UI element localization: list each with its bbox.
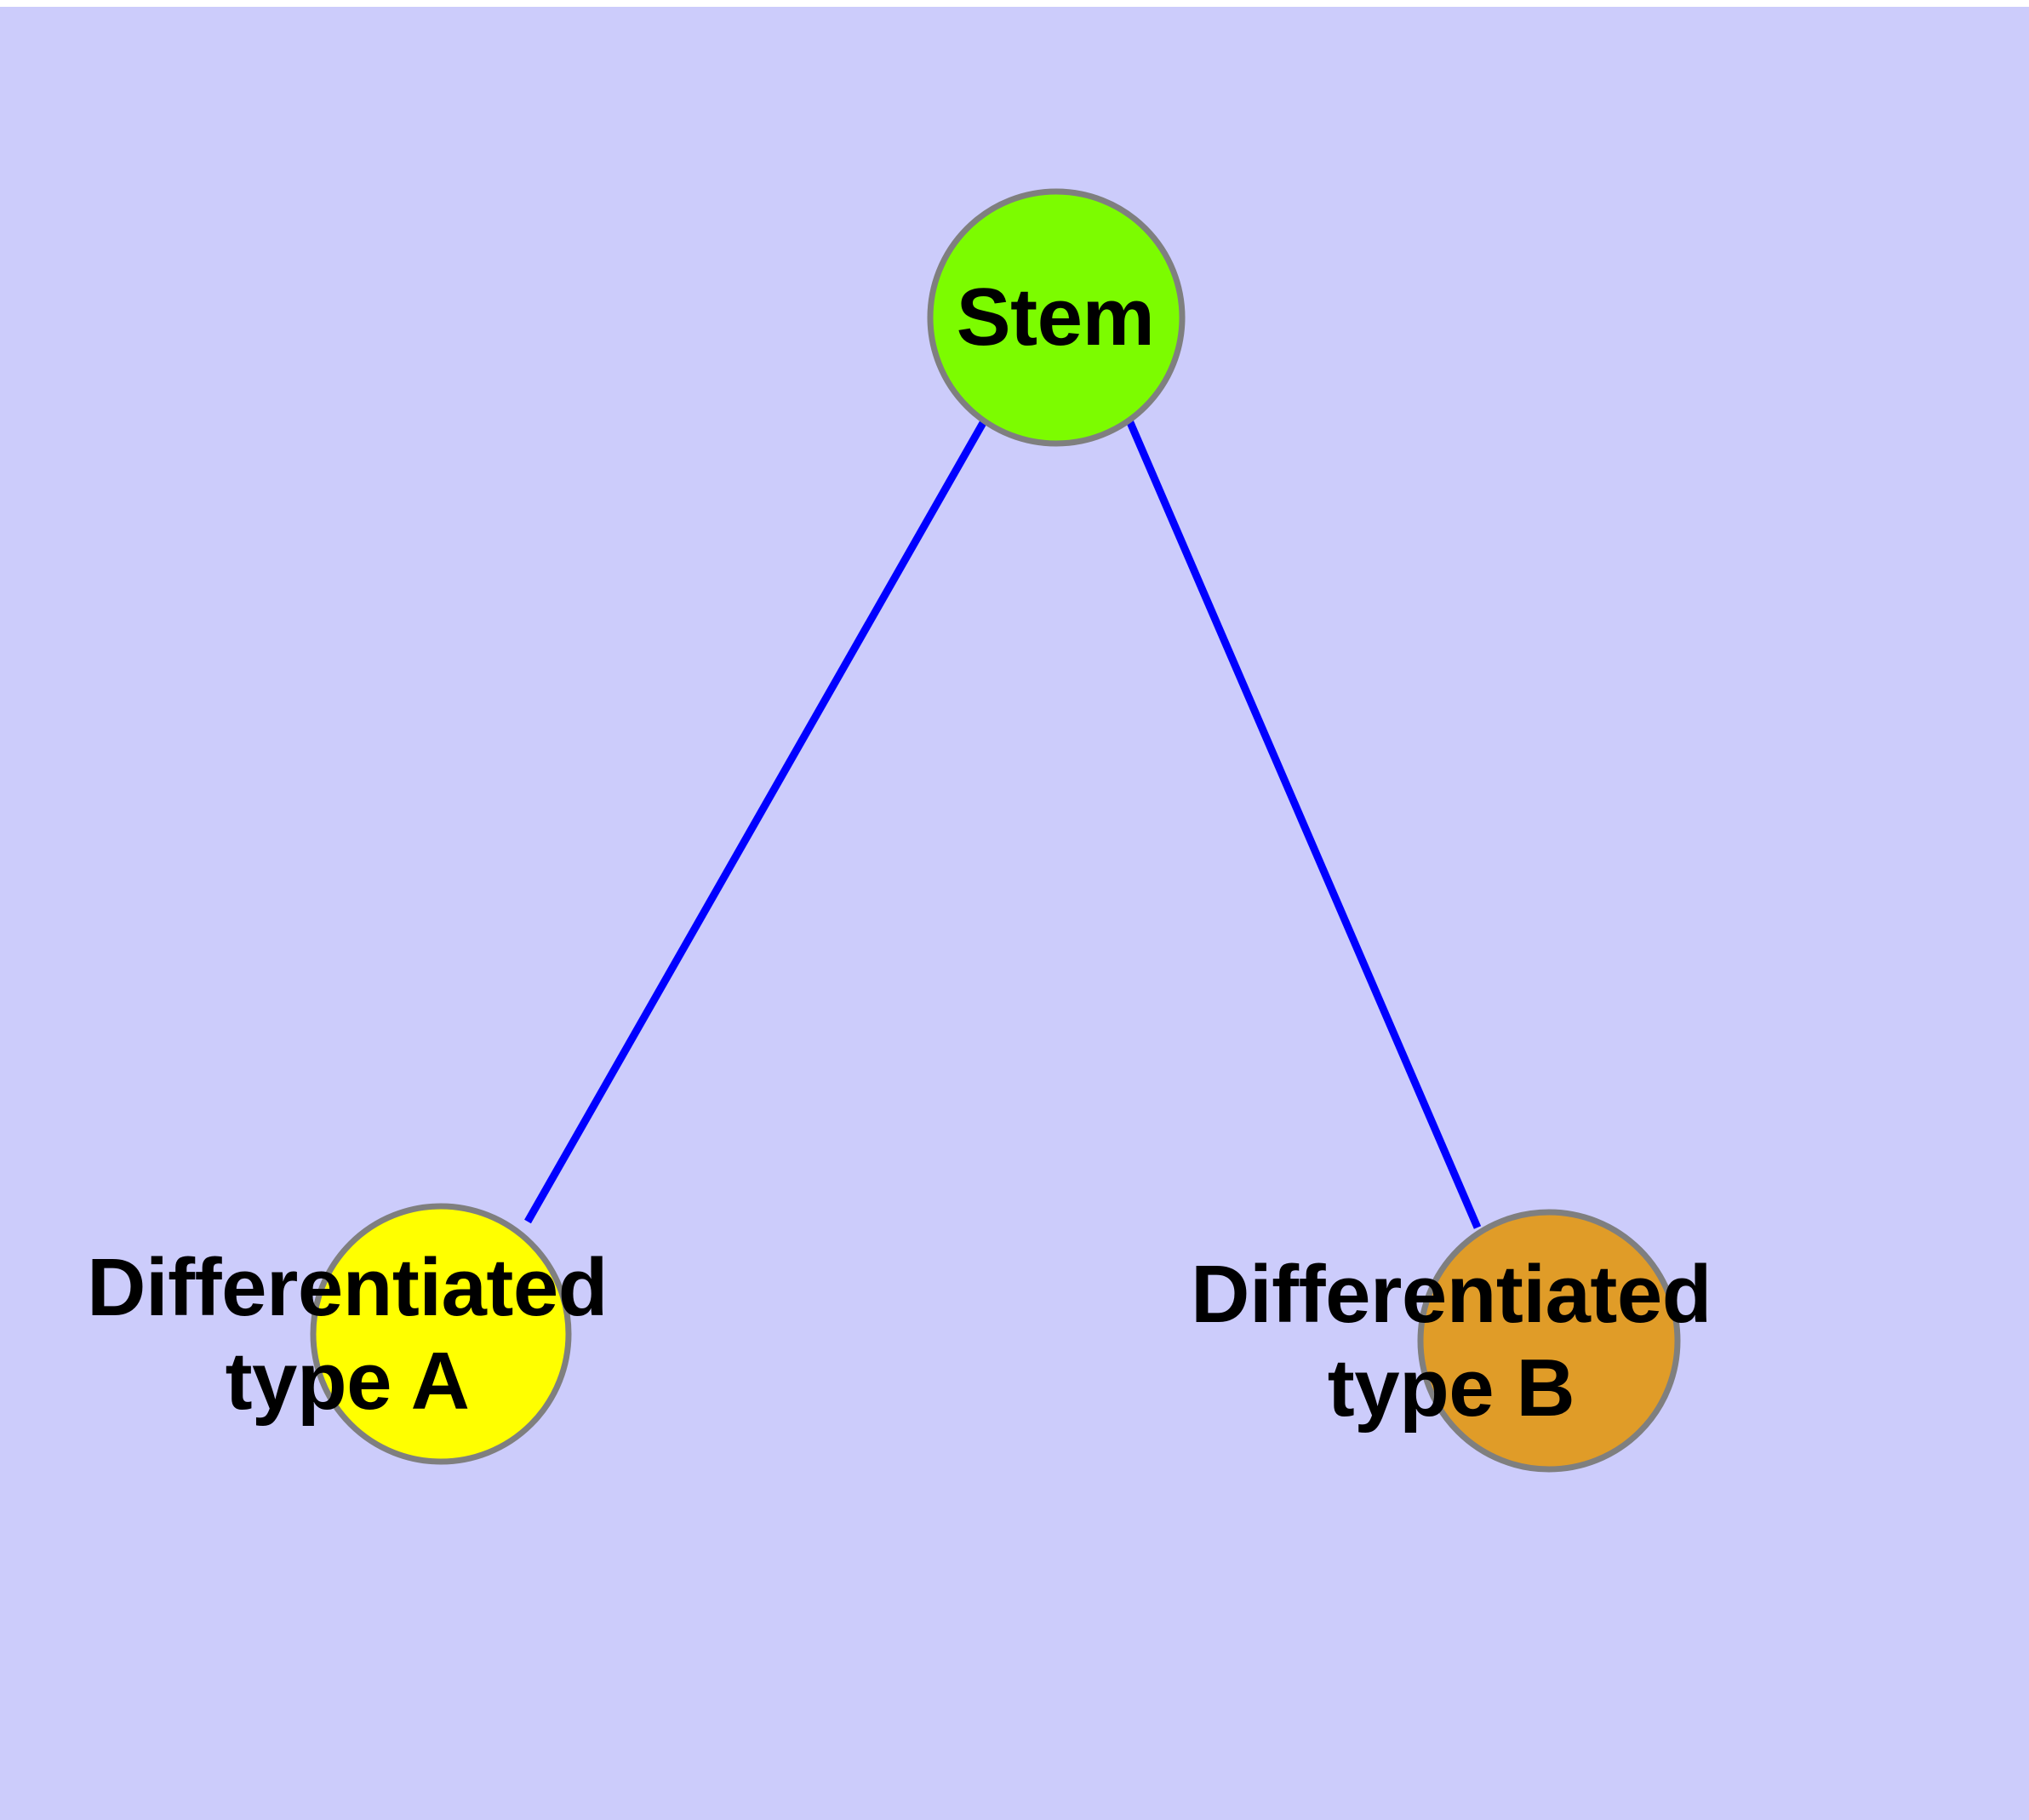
edge-stem-to-diff-b[interactable]: [1125, 419, 1482, 1229]
node-diff-b-circle[interactable]: [1417, 1209, 1681, 1473]
node-stem-circle[interactable]: [927, 188, 1186, 447]
node-diff-a-circle[interactable]: [310, 1203, 572, 1465]
edge-stem-to-diff-a[interactable]: [524, 419, 987, 1224]
